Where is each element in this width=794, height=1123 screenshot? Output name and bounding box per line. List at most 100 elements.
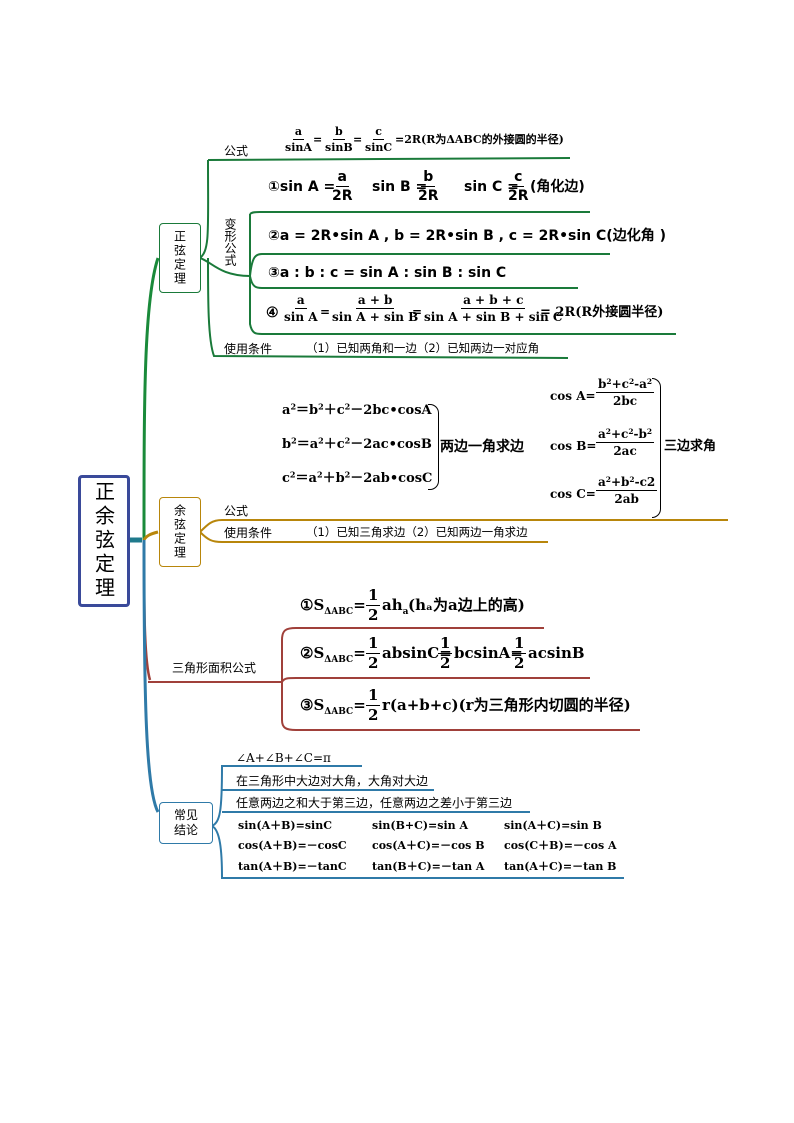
cosC-den: 2ab — [614, 492, 639, 506]
t1-sinC: sin C = — [464, 179, 519, 195]
trunk-to-cosine — [142, 530, 159, 541]
grid-cell: sin(B+C)=sin A — [372, 819, 468, 832]
side-note: 两边一角求边 — [440, 439, 524, 455]
common-l2: 在三角形中大边对大角，大角对大边 — [236, 774, 429, 788]
grid-cell: sin(A＋C)=sin B — [504, 819, 602, 832]
grid-cell: cos(A＋C)=－cos B — [372, 839, 485, 852]
cosA-den: 2bc — [613, 394, 638, 408]
t1-den-2: 2R — [418, 188, 439, 204]
cosine-formula-line — [199, 519, 728, 533]
cosine-cond-text: （1）已知三角求边（2）已知两边一角求边 — [306, 525, 528, 539]
f1-mark: ① — [300, 596, 314, 614]
num-a: a — [292, 125, 305, 140]
f3-two: 2 — [368, 706, 379, 724]
trunk-to-sine — [142, 257, 160, 541]
t4-num-2: a + b — [355, 293, 395, 309]
cosA-lhs: cos A= — [550, 389, 596, 403]
common-label: 常见结论 — [173, 808, 198, 837]
t1-den-1: 2R — [332, 188, 353, 204]
identity-grid: sin(A＋B)=sinC sin(B+C)=sin A sin(A＋C)=si… — [238, 820, 628, 880]
transform-label: 变形公式 — [223, 218, 237, 266]
brace-right — [652, 378, 661, 518]
cosC-num: a2+b2-c2 — [596, 474, 658, 491]
area-f1-line — [281, 627, 544, 682]
t1-num-b: b — [421, 169, 436, 187]
cosine-label: 余弦定理 — [172, 504, 187, 560]
t4-den-2: sin A + sin B — [332, 310, 419, 324]
area-label: 三角形面积公式 — [172, 661, 257, 675]
num-b: b — [332, 125, 345, 140]
common-l1-line — [211, 765, 362, 827]
f2-two: 2 — [368, 654, 379, 672]
trunk-to-common — [142, 539, 160, 813]
grid-cell: tan(B＋C)=－tan A — [372, 860, 485, 873]
sine-t2: ②a = 2R•sin A , b = 2R•sin B , c = 2R•si… — [268, 228, 666, 244]
area-f2-line — [281, 677, 590, 683]
cosB-lhs: cos B= — [550, 439, 597, 453]
common-node[interactable]: 常见结论 — [159, 802, 213, 844]
sine-formula-label: 公式 — [224, 144, 249, 158]
t1-sinA: sin A = — [279, 179, 336, 195]
law-c: c2＝a2＋b2－2ab•cosC — [282, 469, 433, 486]
t1-num-c: c — [512, 169, 525, 187]
sine-cond-line — [207, 257, 569, 359]
cosine-cond-label: 使用条件 — [224, 526, 273, 540]
t1-den-3: 2R — [508, 188, 529, 204]
cosine-node[interactable]: 余弦定理 — [159, 497, 201, 567]
grid-cell: sin(A＋B)=sinC — [238, 819, 332, 832]
grid-cell: tan(A＋B)=－tanC — [238, 860, 347, 873]
cosine-formula-label: 公式 — [224, 504, 249, 518]
common-l1: ∠A+∠B+∠C=π — [236, 751, 331, 765]
grid-cell: cos(A＋B)=－cosC — [238, 839, 347, 852]
t1-mark: ① — [268, 179, 280, 195]
grid-cell: cos(C＋B)=－cos A — [504, 839, 617, 852]
common-grid-line — [211, 825, 624, 879]
area-f3-line — [281, 682, 640, 731]
t1-num-a: a — [335, 169, 349, 187]
law-b: b2＝a2＋c2－2ac•cosB — [282, 435, 432, 452]
f2-mark: ② — [300, 644, 314, 662]
f3-one: 1 — [366, 686, 381, 706]
t1-line — [249, 211, 590, 215]
central-node[interactable]: 正余弦定理 — [78, 475, 130, 607]
sine-label: 正弦定理 — [172, 230, 187, 286]
t2-line — [249, 253, 610, 277]
sine-cond-label: 使用条件 — [224, 342, 273, 356]
t4-num-1: a — [294, 293, 307, 309]
cosA-num: b2+c2-a2 — [596, 376, 655, 393]
sine-cond-text: （1）已知两角和一边（2）已知两边一对应角 — [306, 341, 540, 355]
cosine-cond-line — [199, 531, 548, 543]
sine-t3: ③a : b : c = sin A : sin B : sin C — [268, 265, 507, 281]
f1-two: 2 — [368, 606, 379, 624]
common-l3: 任意两边之和大于第三边，任意两边之差小于第三边 — [236, 796, 513, 810]
t4-tail: = 2R(R外接圆半径) — [540, 305, 664, 320]
law-a: a2＝b2＋c2－2bc•cosA — [282, 401, 432, 418]
f1-one: 1 — [366, 586, 381, 606]
cosB-num: a2+c2-b2 — [596, 426, 655, 443]
sine-node[interactable]: 正弦定理 — [159, 223, 201, 293]
sine-formula-tail: =2R(R为ΔABC的外接圆的半径) — [395, 133, 564, 146]
den-sinA: sinA — [285, 141, 312, 154]
den-sinC: sinC — [365, 141, 393, 154]
t1-tail: (角化边) — [530, 179, 585, 195]
den-sinB: sinB — [325, 141, 353, 154]
t4-den-3: sin A + sin B + sin C — [424, 310, 563, 324]
f3-rest: r(a+b+c)(r为三角形内切圆的半径) — [382, 696, 631, 714]
cosB-den: 2ac — [613, 444, 637, 458]
f2-one: 1 — [366, 634, 381, 654]
t4-den-1: sin A — [284, 310, 318, 324]
t4-num-3: a + b + c — [461, 293, 526, 309]
brace-left — [428, 404, 439, 490]
num-c: c — [373, 125, 384, 140]
grid-cell: tan(A＋C)=－tan B — [504, 860, 617, 873]
t1-sinB: sin B = — [372, 179, 428, 195]
t4-mark: ④ — [266, 305, 279, 321]
f1-rest: (hₐ为a边上的高) — [408, 596, 525, 614]
f3-mark: ③ — [300, 696, 314, 714]
angle-note: 三边求角 — [664, 439, 717, 454]
t4-line — [249, 276, 676, 335]
central-label: 正余弦定理 — [91, 481, 116, 601]
cosC-lhs: cos C= — [550, 487, 596, 501]
